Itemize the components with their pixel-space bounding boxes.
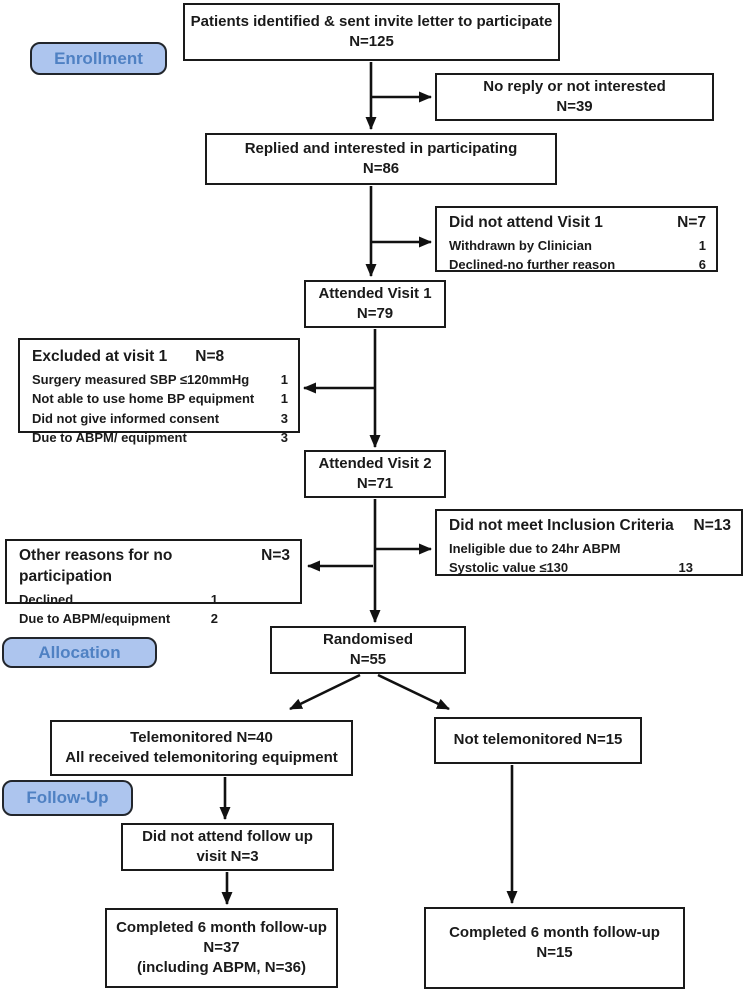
reason-label: Surgery measured SBP ≤120mmHg — [32, 371, 250, 387]
reason-value: 1 — [280, 391, 288, 407]
box-replied-n: N=86 — [362, 160, 400, 177]
box-attended-visit1-n: N=79 — [356, 305, 394, 322]
reason-row: Due to ABPM/ equipment 3 — [32, 428, 288, 448]
reason-row: Surgery measured SBP ≤120mmHg 1 — [32, 370, 288, 390]
box-completed-not-telemonitored: Completed 6 month follow-up N=15 — [424, 907, 685, 989]
box-completed-telemonitored: Completed 6 month follow-up N=37 (includ… — [105, 908, 338, 988]
box-did-not-meet-inclusion-n: N=13 — [693, 517, 732, 534]
reason-value: 2 — [210, 611, 218, 627]
reason-value: 3 — [280, 430, 288, 446]
stage-label-enrollment: Enrollment — [30, 42, 167, 75]
box-did-not-attend-followup-line2: visit N=3 — [196, 848, 259, 865]
reason-row: Withdrawn by Clinician 1 — [449, 236, 706, 256]
box-did-not-attend-followup: Did not attend follow up visit N=3 — [121, 823, 334, 871]
box-no-reply: No reply or not interested N=39 — [435, 73, 714, 121]
reason-row: Due to ABPM/equipment 2 — [19, 609, 290, 629]
box-other-reasons-title: Other reasons for no participation — [19, 547, 173, 585]
reason-value: 1 — [698, 237, 706, 253]
box-did-not-attend-visit1-title: Did not attend Visit 1 — [449, 214, 603, 231]
box-other-reasons: Other reasons for no participation N=3 D… — [5, 539, 302, 626]
box-attended-visit2-line1: Attended Visit 2 — [318, 454, 432, 472]
box-not-telemonitored: Not telemonitored N=15 — [434, 717, 642, 764]
reason-value: 1 — [210, 591, 218, 607]
reason-row: Did not give informed consent 3 — [32, 409, 288, 429]
reason-row: Not able to use home BP equipment 1 — [32, 389, 288, 409]
stage-label-allocation: Allocation — [2, 637, 157, 668]
reason-row: Declined-no further reason 6 — [449, 255, 706, 275]
box-completed-telemonitored-line1: Completed 6 month follow-up — [116, 918, 327, 936]
box-completed-telemonitored-n: N=37 — [203, 938, 240, 956]
box-did-not-meet-inclusion: Did not meet Inclusion Criteria N=13 Ine… — [435, 509, 743, 576]
box-did-not-attend-visit1-n: N=7 — [677, 214, 706, 231]
reason-label: Did not give informed consent — [32, 410, 220, 426]
box-excluded-visit1-n: N=8 — [195, 348, 225, 365]
box-did-not-attend-visit1: Did not attend Visit 1 N=7 Withdrawn by … — [435, 206, 718, 272]
reason-row: Declined 1 — [19, 590, 290, 610]
reason-label: Declined — [19, 591, 74, 607]
reason-value: 3 — [280, 410, 288, 426]
box-randomised-line1: Randomised — [322, 630, 413, 648]
reason-label: Not able to use home BP equipment — [32, 391, 255, 407]
reason-row: Ineligible due to 24hr ABPM Systolic val… — [449, 539, 731, 578]
box-did-not-attend-followup-line1: Did not attend follow up — [142, 827, 313, 845]
reason-value: 13 — [678, 560, 693, 576]
box-patients-invited-n: N=125 — [349, 33, 394, 50]
box-attended-visit1-line1: Attended Visit 1 — [318, 284, 432, 302]
box-no-reply-n: N=39 — [556, 98, 593, 115]
box-attended-visit1: Attended Visit 1 N=79 — [304, 280, 446, 328]
box-telemonitored-line2: All received telemonitoring equipment — [65, 749, 338, 766]
box-excluded-visit1: Excluded at visit 1 N=8 Surgery measured… — [18, 338, 300, 445]
box-completed-telemonitored-abpm: (including ABPM, N=36) — [136, 959, 307, 977]
box-excluded-visit1-title: Excluded at visit 1 — [32, 348, 168, 365]
box-telemonitored-line1: Telemonitored N=40 — [130, 728, 273, 746]
stage-label-followup: Follow-Up — [2, 780, 133, 816]
box-replied-line1: Replied and interested in participating — [244, 139, 518, 157]
box-patients-invited: Patients identified & sent invite letter… — [183, 3, 560, 61]
reason-label: Ineligible due to 24hr ABPM Systolic val… — [449, 540, 621, 576]
box-no-reply-line1: No reply or not interested — [483, 77, 666, 95]
reason-label: Due to ABPM/equipment — [19, 611, 171, 627]
box-completed-not-telemonitored-n: N=15 — [536, 944, 573, 962]
box-randomised-n: N=55 — [349, 651, 387, 668]
stage-label-enrollment-text: Enrollment — [54, 48, 143, 68]
stage-label-followup-text: Follow-Up — [26, 788, 109, 807]
reason-label: Declined-no further reason — [449, 257, 616, 273]
reason-value: 1 — [280, 371, 288, 387]
box-attended-visit2: Attended Visit 2 N=71 — [304, 450, 446, 498]
box-patients-invited-line1: Patients identified & sent invite letter… — [190, 12, 553, 30]
box-telemonitored: Telemonitored N=40 All received telemoni… — [50, 720, 353, 776]
stage-label-allocation-text: Allocation — [38, 642, 121, 662]
box-other-reasons-n: N=3 — [261, 547, 290, 564]
box-attended-visit2-n: N=71 — [356, 475, 394, 492]
box-randomised: Randomised N=55 — [270, 626, 466, 674]
arrow-randomised-to-not-telemonitored — [377, 673, 450, 711]
reason-value: 6 — [698, 257, 706, 273]
reason-label: Due to ABPM/ equipment — [32, 430, 187, 446]
box-replied: Replied and interested in participating … — [205, 133, 557, 185]
box-did-not-meet-inclusion-title: Did not meet Inclusion Criteria — [449, 517, 674, 534]
box-completed-not-telemonitored-line1: Completed 6 month follow-up — [449, 924, 660, 941]
reason-label: Withdrawn by Clinician — [449, 237, 592, 253]
arrow-randomised-to-telemonitored — [289, 673, 361, 711]
box-not-telemonitored-line1: Not telemonitored N=15 — [453, 731, 623, 749]
